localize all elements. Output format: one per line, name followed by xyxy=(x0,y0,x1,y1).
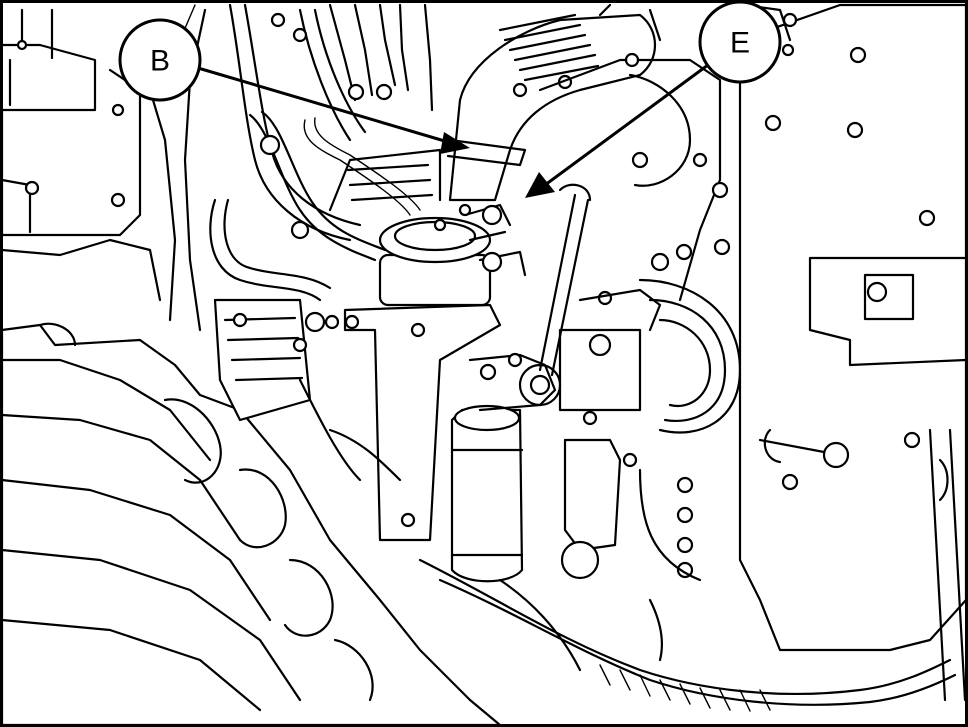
callout-e-label: E xyxy=(730,27,750,60)
callout-e-leader xyxy=(525,60,713,198)
callout-b-leader xyxy=(197,66,470,154)
hoses-and-harness xyxy=(209,3,434,302)
intake-pipe xyxy=(446,3,662,202)
right-side-panel xyxy=(738,3,968,702)
callout-b-label: B xyxy=(150,45,170,78)
left-bracket xyxy=(213,148,442,422)
callout-e: E xyxy=(698,0,782,84)
lower-components xyxy=(298,378,957,712)
callout-b: B xyxy=(118,18,202,102)
fuel-filter-assembly xyxy=(343,203,562,583)
fuel-line-tube xyxy=(538,183,592,377)
front-tire xyxy=(0,322,502,727)
